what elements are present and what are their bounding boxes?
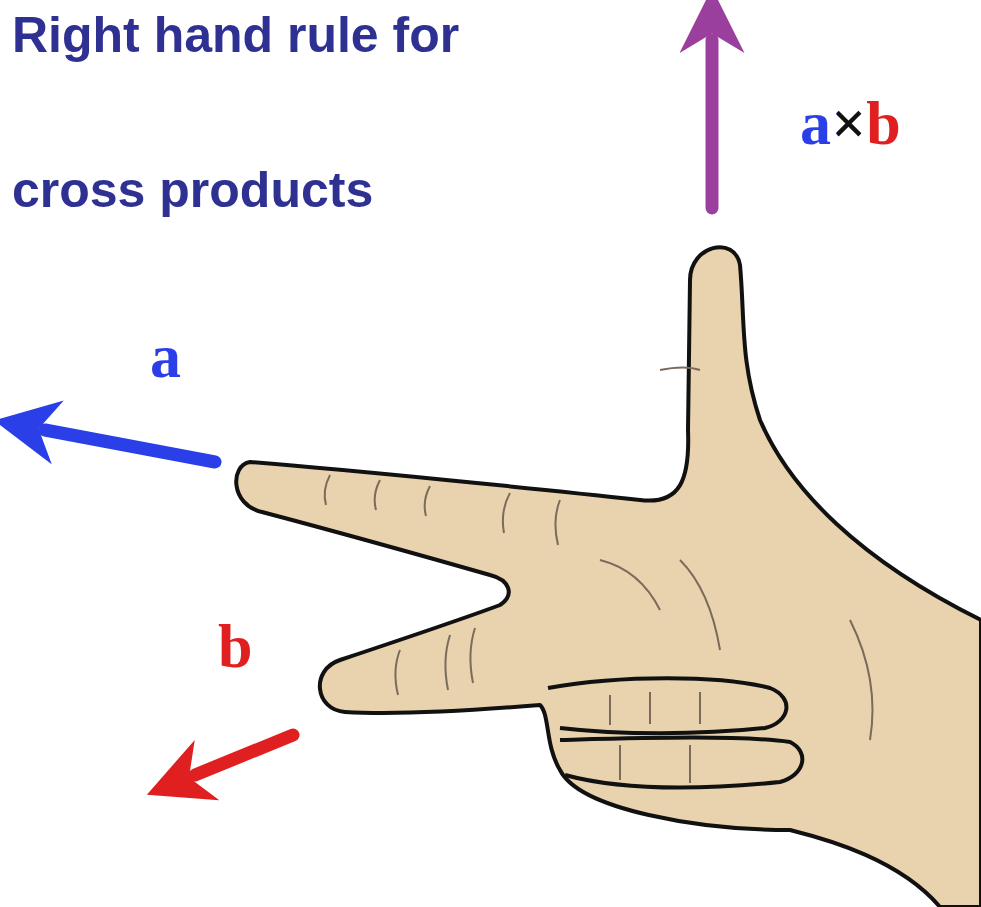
title: Right hand rule for cross products [12,0,602,268]
curled-finger [548,678,786,733]
vector-b-arrow [195,735,293,775]
cross-product-label: a×b [800,92,901,154]
cross-product-arrow [706,40,719,208]
vector-label: b [218,615,252,677]
skin-creases [325,368,873,784]
vector-label: a [150,325,181,387]
curled-finger [560,738,802,788]
hand-outline [236,247,981,907]
vector-a-arrow [45,430,215,462]
